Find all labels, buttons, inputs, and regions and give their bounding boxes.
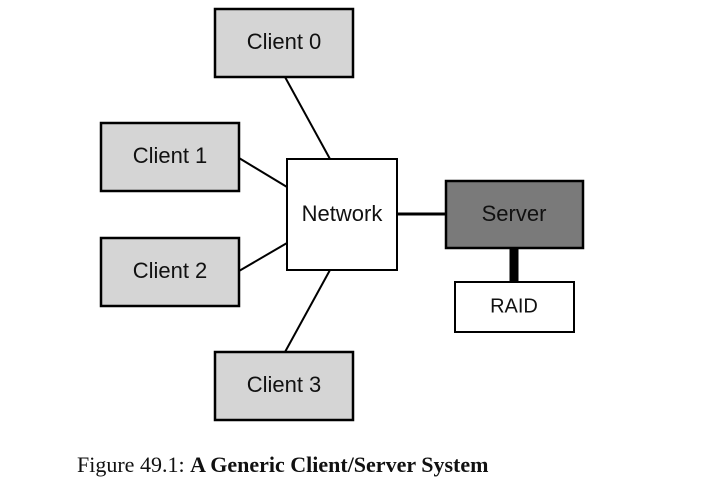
network-node: Network — [286, 158, 398, 271]
server-label: Server — [482, 201, 547, 226]
link-client2-network — [238, 242, 288, 272]
client-1-label: Client 1 — [133, 143, 208, 168]
client-0-box — [213, 7, 355, 79]
figure-number: Figure 49.1: — [77, 452, 185, 477]
raid-node: RAID — [454, 281, 575, 333]
client-2-box — [99, 236, 241, 308]
link-client1-network — [238, 157, 288, 188]
raid-box — [454, 281, 575, 333]
client-1-node: Client 1 — [99, 121, 241, 193]
figure-title: A Generic Client/Server System — [190, 452, 489, 477]
client-3-box — [213, 350, 355, 422]
server-node: Server — [444, 179, 585, 250]
client-0-node: Client 0 — [213, 7, 355, 79]
client-0-label: Client 0 — [247, 29, 322, 54]
link-client3-network — [284, 269, 331, 353]
server-box — [444, 179, 585, 250]
client-3-node: Client 3 — [213, 350, 355, 422]
client-2-label: Client 2 — [133, 258, 208, 283]
client-1-box — [99, 121, 241, 193]
client-3-label: Client 3 — [247, 372, 322, 397]
link-client0-network — [284, 76, 331, 160]
figure-caption: Figure 49.1: A Generic Client/Server Sys… — [77, 452, 488, 478]
network-label: Network — [302, 201, 384, 226]
raid-label: RAID — [490, 295, 538, 317]
client-2-node: Client 2 — [99, 236, 241, 308]
network-box — [286, 158, 398, 271]
